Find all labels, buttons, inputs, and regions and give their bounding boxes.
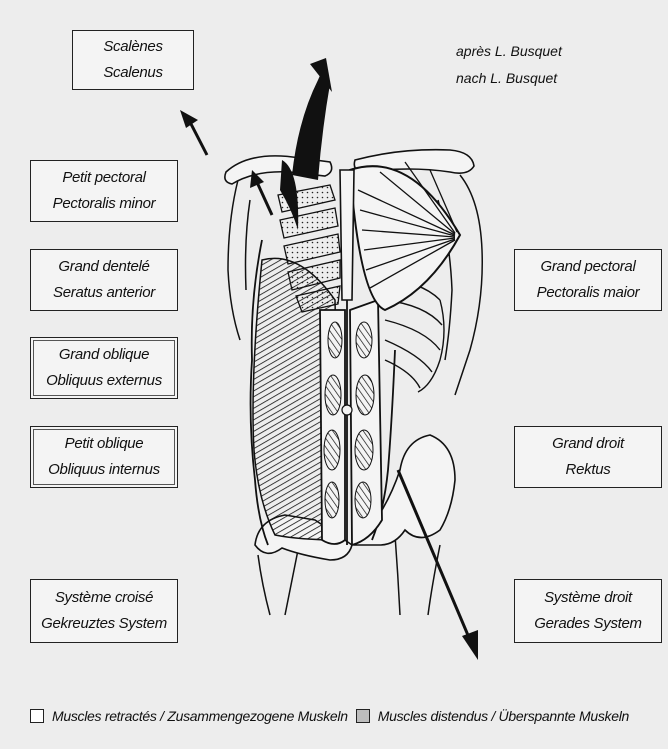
label-grand-oblique: Grand oblique Obliquus externus (30, 337, 178, 399)
legend-text-distended: Muscles distendus / Überspannte Muskeln (378, 708, 629, 724)
label-petit-oblique-fr: Petit oblique (65, 431, 144, 457)
label-petit-pectoral: Petit pectoral Pectoralis minor (30, 160, 178, 222)
credit-line-2: nach L. Busquet (456, 65, 562, 92)
label-systeme-droit-de: Gerades System (534, 611, 642, 637)
label-scalenes-fr: Scalènes (103, 34, 162, 60)
label-grand-droit-fr: Grand droit (552, 431, 624, 457)
label-grand-droit-de: Rektus (566, 457, 611, 483)
label-grand-pectoral-fr: Grand pectoral (540, 254, 635, 280)
right-arm-outline (438, 175, 482, 395)
legend: Muscles retractés / Zusammengezogene Mus… (30, 708, 629, 724)
label-scalenes-de: Scalenus (103, 60, 162, 86)
label-systeme-croise: Système croisé Gekreuztes System (30, 579, 178, 643)
legend-text-retracted: Muscles retractés / Zusammengezogene Mus… (52, 708, 348, 724)
left-arm-outline (228, 180, 250, 340)
label-petit-oblique: Petit oblique Obliquus internus (30, 426, 178, 488)
label-systeme-croise-de: Gekreuztes System (41, 611, 167, 637)
label-grand-dentele-fr: Grand dentelé (58, 254, 149, 280)
legend-swatch-retracted (30, 709, 44, 723)
label-grand-dentele: Grand dentelé Seratus anterior (30, 249, 178, 311)
pectoralis-major (350, 162, 460, 310)
label-grand-pectoral: Grand pectoral Pectoralis maior (514, 249, 662, 311)
sternum (340, 170, 354, 300)
label-grand-oblique-fr: Grand oblique (59, 342, 149, 368)
label-systeme-croise-fr: Système croisé (55, 585, 153, 611)
label-petit-pectoral-de: Pectoralis minor (53, 191, 156, 217)
credit: après L. Busquet nach L. Busquet (456, 38, 562, 92)
label-grand-oblique-de: Obliquus externus (46, 368, 162, 394)
label-systeme-droit: Système droit Gerades System (514, 579, 662, 643)
label-petit-pectoral-fr: Petit pectoral (62, 165, 145, 191)
legend-swatch-distended (356, 709, 370, 723)
navel (342, 405, 352, 415)
label-grand-dentele-de: Seratus anterior (53, 280, 155, 306)
label-systeme-droit-fr: Système droit (544, 585, 632, 611)
label-grand-droit: Grand droit Rektus (514, 426, 662, 488)
label-petit-oblique-de: Obliquus internus (48, 457, 160, 483)
credit-line-1: après L. Busquet (456, 38, 562, 65)
label-scalenes: Scalènes Scalenus (72, 30, 194, 90)
label-grand-pectoral-de: Pectoralis maior (537, 280, 640, 306)
